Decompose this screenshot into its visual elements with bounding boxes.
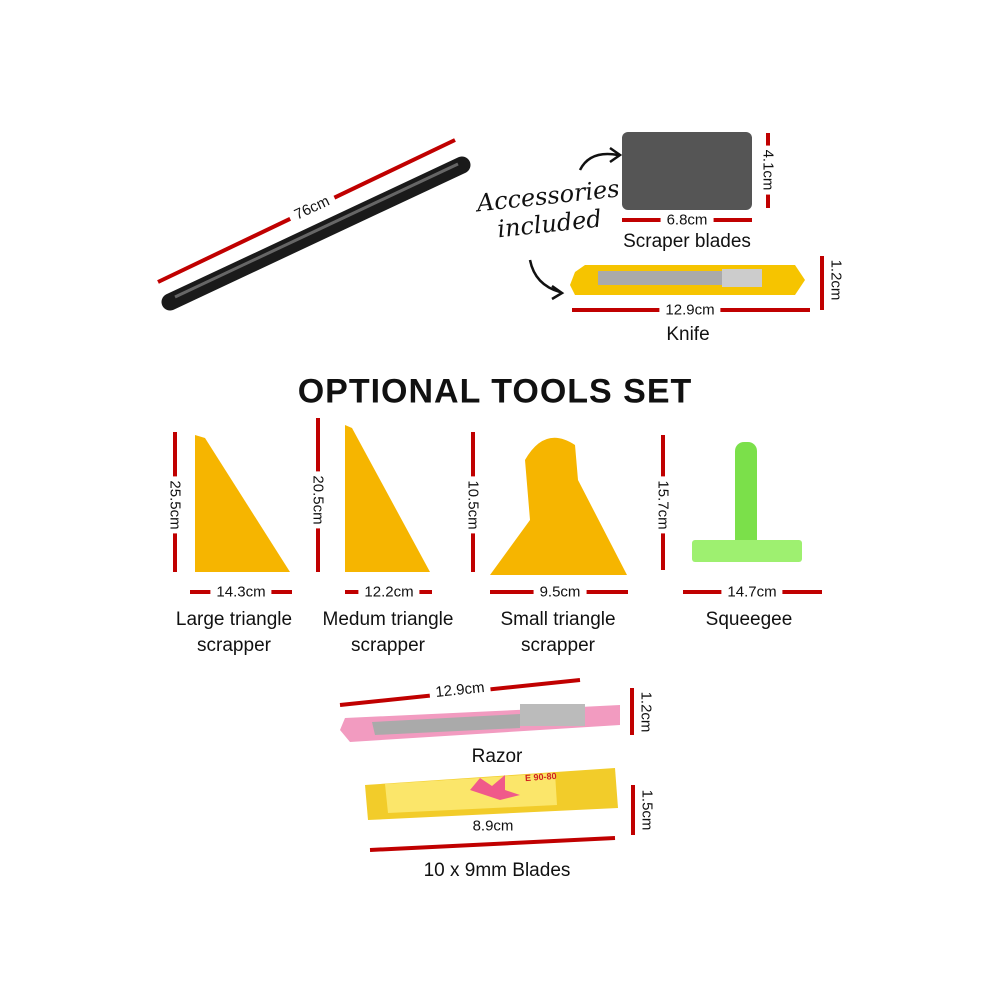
tool-name: Medum triangle xyxy=(322,609,454,630)
blades-name: 10 x 9mm Blades xyxy=(423,860,571,881)
tool-height-label: 25.5cm xyxy=(166,476,184,534)
tool-width-label: 12.2cm xyxy=(358,583,420,601)
tube-highlight xyxy=(174,162,459,299)
razor-height-label: 1.2cm xyxy=(637,687,655,737)
arrow-head xyxy=(551,284,565,301)
scraper-width-label: 6.8cm xyxy=(660,211,714,229)
tool-name: Squeegee xyxy=(705,609,793,630)
section-title: OPTIONAL TOOLS SET xyxy=(297,372,693,411)
small-triangle-scraper xyxy=(490,437,627,575)
arrow-icon xyxy=(578,152,619,171)
tool-name: scrapper xyxy=(197,635,271,656)
tool-width-label: 14.3cm xyxy=(210,583,272,601)
tool-width-label: 9.5cm xyxy=(533,583,587,601)
blades-width-label: 8.9cm xyxy=(472,817,514,835)
tool-name: Large triangle xyxy=(175,609,293,630)
large-triangle-scraper xyxy=(195,435,290,572)
package-label xyxy=(385,773,557,813)
tool-width-label: 14.7cm xyxy=(721,583,783,601)
tool-height-label: 10.5cm xyxy=(464,476,482,534)
razor-blade xyxy=(372,714,520,735)
arrow-icon xyxy=(528,259,561,294)
arrow-head xyxy=(609,146,623,164)
medium-triangle-scraper xyxy=(345,425,430,572)
tool-name: scrapper xyxy=(351,635,425,656)
razor-name: Razor xyxy=(471,746,523,767)
tool-name: scrapper xyxy=(521,635,595,656)
film-roll-tube xyxy=(161,156,471,311)
tool-height-label: 15.7cm xyxy=(654,476,672,534)
dimension-line xyxy=(369,836,616,852)
starburst-icon xyxy=(470,775,520,800)
razor-slider xyxy=(520,704,585,726)
scraper-blade xyxy=(622,132,752,210)
scraper-name: Scraper blades xyxy=(623,231,751,252)
squeegee xyxy=(692,442,802,562)
blades-height-label: 1.5cm xyxy=(638,785,656,835)
tool-name: Small triangle xyxy=(500,609,616,630)
knife-slider xyxy=(722,269,762,287)
tool-height-label: 20.5cm xyxy=(309,471,327,529)
knife-blade xyxy=(598,271,748,285)
knife-name: Knife xyxy=(666,324,710,345)
knife-width-label: 12.9cm xyxy=(659,301,721,319)
scraper-height-label: 4.1cm xyxy=(759,145,777,195)
knife-height-label: 1.2cm xyxy=(827,255,845,305)
